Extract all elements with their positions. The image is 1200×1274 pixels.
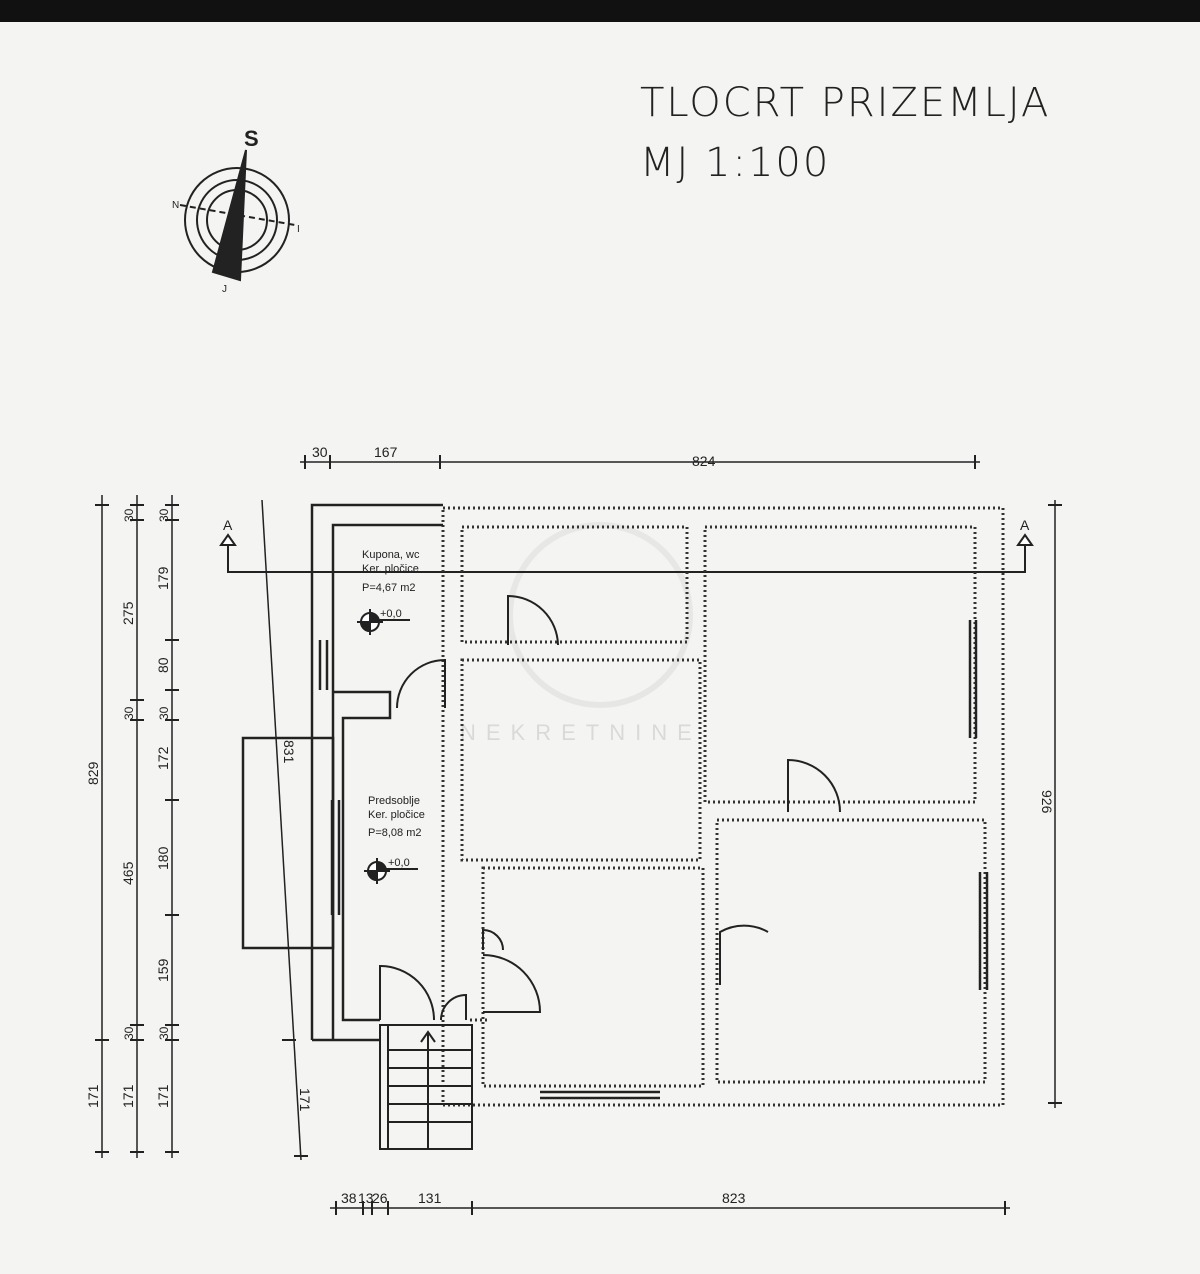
dim-left-inner-1: 179 xyxy=(155,566,171,590)
compass-n-label: N xyxy=(172,200,179,211)
dim-left-middle-1: 275 xyxy=(120,601,136,625)
stairs xyxy=(379,1024,473,1150)
dim-left-inner-8: 171 xyxy=(155,1084,171,1108)
level-marker-icon xyxy=(357,609,410,635)
dim-left-middle-3: 465 xyxy=(120,861,136,885)
room-hallway-finish: Ker. pločice xyxy=(368,809,425,821)
dim-left-inner-2: 80 xyxy=(155,657,171,673)
compass-j-label: J xyxy=(222,284,227,295)
dim-left-inner-3: 30 xyxy=(157,706,171,720)
section-label-right: A xyxy=(1020,517,1030,533)
level-marker-icon xyxy=(364,858,418,884)
dim-left-inner-7: 30 xyxy=(157,1026,171,1040)
dim-diagonal-1: 171 xyxy=(297,1088,313,1112)
dim-left-inner-6: 159 xyxy=(155,958,171,982)
section-line-a xyxy=(219,533,1034,573)
dim-left-middle-5: 171 xyxy=(120,1084,136,1108)
section-label-left: A xyxy=(223,517,233,533)
dimension-lines xyxy=(95,455,1062,1215)
room-bathroom-level: +0,0 xyxy=(380,608,402,620)
dim-top-0: 30 xyxy=(312,444,328,460)
dim-top-2: 824 xyxy=(692,453,716,469)
dim-left-outer-0: 829 xyxy=(85,761,101,785)
watermark-logo: NEKRETNINE xyxy=(460,522,702,745)
dim-left-inner-0: 30 xyxy=(157,508,171,522)
existing-walls xyxy=(441,506,1005,1107)
compass-north-label: S xyxy=(244,126,259,151)
dim-left-middle-2: 30 xyxy=(122,706,136,720)
drawing-scale: MJ 1:100 xyxy=(640,140,831,186)
dim-bottom-3: 131 xyxy=(418,1190,442,1206)
room-bathroom-area: P=4,67 m2 xyxy=(362,582,416,594)
compass-icon: S N I J xyxy=(172,126,300,295)
dim-bottom-4: 823 xyxy=(722,1190,746,1206)
room-hallway-level: +0,0 xyxy=(388,857,410,869)
dim-bottom-2: 26 xyxy=(372,1190,388,1206)
scan-border xyxy=(0,0,1200,22)
room-bathroom-name: Kupona, wc xyxy=(362,549,420,561)
dim-left-inner-4: 172 xyxy=(155,746,171,770)
dim-left-middle-0: 30 xyxy=(122,508,136,522)
room-hallway-name: Predsoblje xyxy=(368,795,420,807)
room-hallway-area: P=8,08 m2 xyxy=(368,827,422,839)
drawing-title: TLOCRT PRIZEMLJA xyxy=(640,80,1051,126)
room-bathroom-finish: Ker. pločice xyxy=(362,563,419,575)
dim-right-0: 926 xyxy=(1039,790,1055,814)
dim-left-middle-4: 30 xyxy=(122,1026,136,1040)
doors xyxy=(379,594,841,1021)
dim-top-1: 167 xyxy=(374,444,398,460)
dim-diagonal-0: 831 xyxy=(281,740,297,764)
new-walls xyxy=(241,503,989,1100)
compass-i-label: I xyxy=(297,224,300,235)
dim-bottom-0: 38 xyxy=(341,1190,357,1206)
dim-bottom-1: 13 xyxy=(358,1190,374,1206)
dim-left-inner-5: 180 xyxy=(155,846,171,870)
watermark-text: NEKRETNINE xyxy=(460,720,702,745)
dim-left-outer-1: 171 xyxy=(85,1084,101,1108)
